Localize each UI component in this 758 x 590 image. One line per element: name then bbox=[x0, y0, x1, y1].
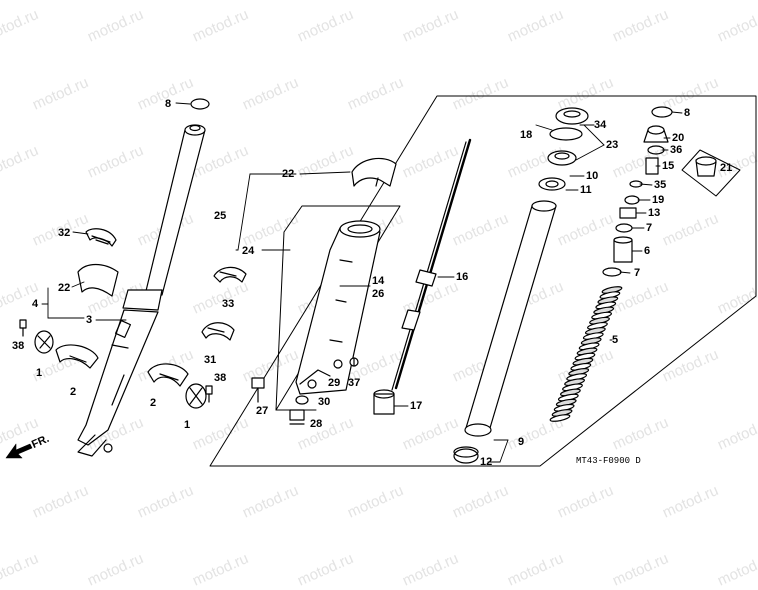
callout-27: 27 bbox=[256, 405, 269, 417]
callout-18: 18 bbox=[520, 129, 533, 141]
band-33 bbox=[213, 266, 247, 283]
cover-22-middle bbox=[351, 157, 397, 187]
reflector-1-middle bbox=[185, 383, 207, 409]
callout-29: 29 bbox=[328, 377, 341, 389]
nut-13 bbox=[619, 207, 637, 219]
seal-10 bbox=[547, 150, 577, 166]
bolt-38-middle bbox=[205, 385, 213, 403]
callout-11: 11 bbox=[580, 184, 592, 196]
callout-38-middle: 38 bbox=[214, 372, 227, 384]
callout-8-left: 8 bbox=[165, 98, 172, 110]
washer-7-top bbox=[615, 223, 633, 233]
callout-8-right: 8 bbox=[684, 107, 691, 119]
ring-18 bbox=[549, 127, 583, 141]
circlip-8-left bbox=[190, 98, 210, 110]
damper-rod-16 bbox=[391, 138, 472, 391]
callout-17: 17 bbox=[410, 400, 423, 412]
callout-19: 19 bbox=[652, 194, 665, 206]
washer-30 bbox=[295, 395, 309, 405]
band-32 bbox=[85, 228, 117, 247]
callout-38-left: 38 bbox=[12, 340, 25, 352]
callout-21: 21 bbox=[720, 162, 733, 174]
fork-tube-9 bbox=[464, 200, 557, 437]
callout-16: 16 bbox=[456, 271, 469, 283]
callout-36: 36 bbox=[670, 144, 683, 156]
callout-7-top: 7 bbox=[646, 222, 653, 234]
callout-32: 32 bbox=[58, 227, 71, 239]
callout-2-left: 2 bbox=[70, 386, 77, 398]
fork-spring-5 bbox=[549, 286, 623, 422]
callout-25: 25 bbox=[214, 210, 227, 222]
callout-9: 9 bbox=[518, 436, 525, 448]
cover-22-left bbox=[77, 263, 119, 297]
assembly-frame-outline bbox=[209, 95, 757, 467]
callout-34: 34 bbox=[594, 119, 607, 131]
callout-7-bottom: 7 bbox=[634, 267, 641, 279]
callout-22-left: 22 bbox=[58, 282, 71, 294]
callout-5: 5 bbox=[612, 334, 619, 346]
callout-24: 24 bbox=[242, 245, 255, 257]
bolt-38-left bbox=[19, 319, 27, 337]
callout-4: 4 bbox=[32, 298, 39, 310]
callout-6: 6 bbox=[644, 245, 651, 257]
bracket-2-left bbox=[55, 344, 99, 369]
left-fork-leg bbox=[77, 124, 206, 457]
callout-20: 20 bbox=[672, 132, 685, 144]
callout-12: 12 bbox=[480, 456, 493, 468]
fork-slider-14 bbox=[295, 220, 381, 395]
washer-11 bbox=[538, 177, 566, 191]
callout-13: 13 bbox=[648, 207, 661, 219]
screw-28 bbox=[289, 409, 305, 425]
callout-3: 3 bbox=[86, 314, 93, 326]
callout-1-middle: 1 bbox=[184, 419, 191, 431]
nut-21 bbox=[695, 156, 717, 177]
callout-28: 28 bbox=[310, 418, 323, 430]
seal-34 bbox=[555, 107, 589, 125]
circlip-8-right bbox=[651, 106, 673, 118]
callout-31: 31 bbox=[204, 354, 217, 366]
callout-10: 10 bbox=[586, 170, 599, 182]
callout-37: 37 bbox=[348, 377, 361, 389]
callout-35: 35 bbox=[654, 179, 667, 191]
cap-20 bbox=[643, 125, 669, 143]
callout-2-middle: 2 bbox=[150, 397, 157, 409]
band-31 bbox=[201, 322, 235, 341]
bolt-27 bbox=[251, 377, 265, 403]
spring-coil bbox=[549, 414, 571, 422]
slide-bushing-12 bbox=[453, 446, 479, 464]
callout-33: 33 bbox=[222, 298, 235, 310]
washer-7-bottom bbox=[602, 267, 622, 277]
leader-lines bbox=[41, 102, 683, 463]
bracket-2-middle bbox=[147, 363, 189, 387]
callout-30: 30 bbox=[318, 396, 331, 408]
front-arrow bbox=[5, 443, 33, 459]
callout-15: 15 bbox=[662, 160, 675, 172]
bushing-17 bbox=[373, 389, 395, 415]
washer-19 bbox=[624, 195, 640, 205]
diagram-code: MT43-F0900 D bbox=[576, 456, 641, 466]
bolt-29 bbox=[333, 359, 343, 369]
callout-14: 14 bbox=[372, 275, 385, 287]
bolt-37 bbox=[349, 357, 359, 367]
reflector-1-left bbox=[34, 330, 54, 354]
callout-22-middle: 22 bbox=[282, 168, 295, 180]
diagram-drawing bbox=[5, 95, 757, 467]
callout-26: 26 bbox=[372, 288, 385, 300]
callout-1-left: 1 bbox=[36, 367, 43, 379]
collar-6 bbox=[613, 236, 633, 263]
callout-23: 23 bbox=[606, 139, 619, 151]
